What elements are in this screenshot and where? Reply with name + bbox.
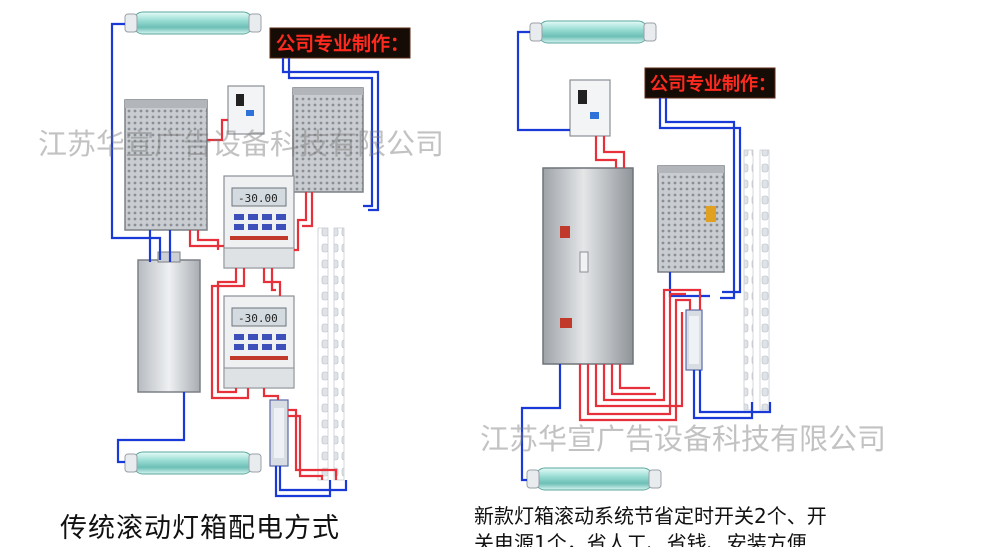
- left-timer-switch-2: -30.00: [223, 295, 295, 389]
- left-sign-text: 公司专业制作：: [276, 32, 409, 55]
- left-caption: 传统滚动灯箱配电方式: [60, 513, 340, 544]
- watermark-top-left: 江苏华宣广告设备科技有限公司: [38, 127, 445, 161]
- left-circuit-breaker: [227, 85, 265, 135]
- left-led-driver: [269, 399, 289, 467]
- left-timer-2-display: -30.00: [238, 312, 278, 325]
- left-led-sign: 公司专业制作：: [269, 27, 411, 59]
- left-motor-controller-box: [137, 251, 201, 393]
- right-circuit-breaker: [569, 79, 611, 137]
- right-sign-text: 公司专业制作：: [650, 73, 776, 95]
- right-panel: 公司专业制作：: [516, 20, 776, 491]
- right-red-wiring: [578, 136, 702, 422]
- right-led-strips: [743, 149, 770, 411]
- left-power-supply-secondary: [292, 87, 364, 193]
- left-bottom-roller-tube: [124, 451, 262, 475]
- left-top-roller-tube: [124, 11, 262, 35]
- right-led-driver: [685, 309, 703, 371]
- left-timer-switch-1: -30.00: [223, 175, 295, 269]
- right-caption: 新款灯箱滚动系统节省定时开关2个、开 关电源1个，省人工、省钱、安装方便: [474, 503, 934, 547]
- left-red-wiring: [188, 118, 338, 480]
- watermark-bottom-right: 江苏华宣广告设备科技有限公司: [480, 422, 887, 456]
- right-blue-wiring: [516, 30, 772, 482]
- right-bottom-roller-tube: [526, 467, 662, 491]
- right-caption-line-1: 新款灯箱滚动系统节省定时开关2个、开: [474, 504, 827, 528]
- right-power-supply: [657, 165, 725, 273]
- left-timer-1-display: -30.00: [238, 192, 278, 205]
- right-caption-line-2: 关电源1个，省人工、省钱、安装方便: [474, 531, 807, 547]
- right-led-sign: 公司专业制作：: [644, 67, 776, 99]
- left-led-strips: [317, 227, 345, 481]
- right-top-roller-tube: [529, 20, 657, 44]
- left-panel: 公司专业制作： -30.00: [110, 11, 411, 498]
- right-integrated-controller: [542, 167, 634, 365]
- left-blue-wiring: [110, 22, 380, 498]
- left-power-supply-main: [124, 99, 208, 231]
